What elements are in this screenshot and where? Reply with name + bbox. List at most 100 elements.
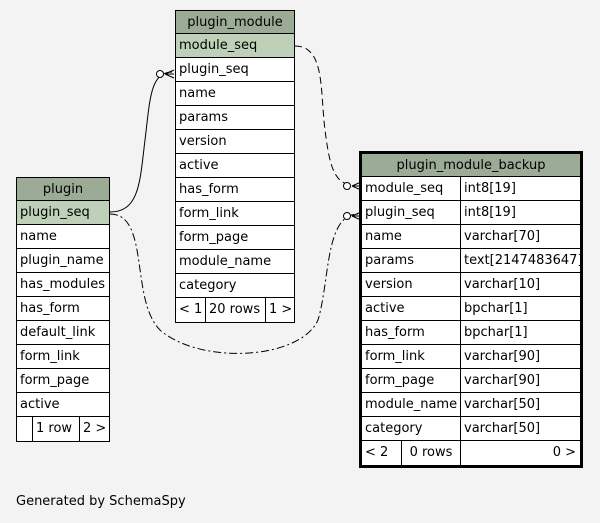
column-type: int8[19] — [464, 205, 516, 220]
column-row[interactable]: form_link — [17, 345, 109, 369]
column-type: varchar[90] — [464, 373, 541, 388]
column-row[interactable]: has_modules — [17, 273, 109, 297]
column-name: form_link — [362, 345, 461, 368]
column-name: module_seq — [179, 38, 258, 53]
column-type: text[2147483647] — [464, 253, 580, 268]
connector-plugin-to-backup-plugin-seq — [109, 213, 359, 354]
column-row[interactable]: module_seq — [176, 34, 294, 58]
column-type: varchar[90] — [464, 349, 541, 364]
connector-plugin-to-plugin-module — [109, 71, 173, 213]
column-name: module_name — [362, 393, 461, 416]
column-row[interactable]: default_link — [17, 321, 109, 345]
parents-link[interactable]: < 1 — [176, 298, 206, 322]
optional-marker — [343, 212, 351, 220]
column-type: varchar[50] — [464, 421, 541, 436]
column-row[interactable]: plugin_name — [17, 249, 109, 273]
column-row[interactable]: category — [176, 274, 294, 298]
table-footer: < 2 0 rows 0 > — [362, 441, 580, 465]
column-name: version — [362, 273, 461, 296]
column-name: default_link — [20, 325, 96, 340]
column-row[interactable]: form_page — [17, 369, 109, 393]
column-name: form_page — [20, 373, 90, 388]
column-name: version — [179, 134, 227, 149]
column-name: plugin_seq — [362, 201, 461, 224]
column-type: varchar[50] — [464, 397, 541, 412]
column-name: name — [20, 229, 57, 244]
row-count: 0 rows — [402, 441, 461, 465]
row-count: 20 rows — [206, 298, 266, 322]
row-count: 1 row — [33, 417, 80, 441]
parents-link[interactable] — [17, 417, 33, 441]
column-row[interactable]: version — [176, 130, 294, 154]
children-link[interactable]: 0 > — [552, 445, 576, 460]
column-name: module_name — [179, 254, 272, 269]
column-name: plugin_seq — [20, 205, 90, 220]
crowfoot-marker — [164, 69, 175, 79]
column-name: active — [20, 397, 60, 412]
column-type: bpchar[1] — [464, 301, 528, 316]
table-footer: < 1 20 rows 1 > — [176, 298, 294, 322]
column-name: has_form — [362, 321, 461, 344]
column-name: params — [179, 110, 228, 125]
table-plugin[interactable]: plugin plugin_seq name plugin_name has_m… — [16, 177, 110, 442]
column-type: varchar[10] — [464, 277, 541, 292]
column-name: active — [362, 297, 461, 320]
column-row[interactable]: module_name — [176, 250, 294, 274]
column-name: form_link — [20, 349, 80, 364]
column-row[interactable]: has_form — [17, 297, 109, 321]
optional-marker — [156, 70, 164, 78]
optional-marker — [343, 182, 351, 190]
table-title[interactable]: plugin_module_backup — [362, 154, 580, 177]
table-title[interactable]: plugin — [17, 178, 109, 201]
column-row[interactable]: form_page — [176, 226, 294, 250]
column-row[interactable]: has_form — [176, 178, 294, 202]
column-name: has_form — [20, 301, 80, 316]
column-name: name — [179, 86, 216, 101]
generated-by-credit: Generated by SchemaSpy — [16, 494, 186, 509]
column-name: form_link — [179, 206, 239, 221]
column-type: bpchar[1] — [464, 325, 528, 340]
column-name: category — [362, 417, 461, 440]
column-row[interactable]: active — [17, 393, 109, 417]
column-row[interactable]: plugin_seq — [17, 201, 109, 225]
table-footer: 1 row 2 > — [17, 417, 109, 441]
column-name: form_page — [362, 369, 461, 392]
column-type: int8[19] — [464, 181, 516, 196]
connector-plugin-module-to-backup-module-seq — [294, 45, 359, 187]
table-title[interactable]: plugin_module — [176, 11, 294, 34]
column-name: module_seq — [362, 177, 461, 200]
column-row[interactable]: active — [176, 154, 294, 178]
column-row[interactable]: form_link — [176, 202, 294, 226]
column-name: plugin_name — [20, 253, 104, 268]
column-name: params — [362, 249, 461, 272]
column-row[interactable]: params — [176, 106, 294, 130]
column-name: form_page — [179, 230, 249, 245]
parents-link[interactable]: < 2 — [362, 441, 402, 465]
column-row[interactable]: name — [176, 82, 294, 106]
column-name: has_modules — [20, 277, 105, 292]
column-row[interactable]: name — [17, 225, 109, 249]
column-name: has_form — [179, 182, 239, 197]
children-link[interactable]: 2 > — [83, 421, 107, 436]
column-name: category — [179, 278, 237, 293]
column-row[interactable]: plugin_seq — [176, 58, 294, 82]
column-name: active — [179, 158, 219, 173]
column-name: name — [362, 225, 461, 248]
column-type: varchar[70] — [464, 229, 541, 244]
children-link[interactable]: 1 > — [269, 302, 293, 317]
column-name: plugin_seq — [179, 62, 249, 77]
table-plugin-module[interactable]: plugin_module module_seq plugin_seq name… — [175, 10, 295, 323]
